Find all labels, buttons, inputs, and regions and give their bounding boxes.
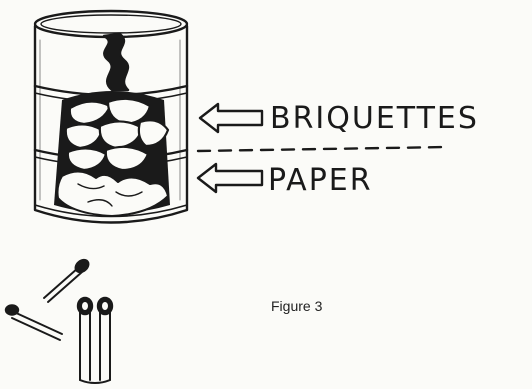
briquettes-label: BRIQUETTES <box>270 101 479 136</box>
match-vertical-1 <box>80 312 90 380</box>
match-vertical-2 <box>100 312 110 380</box>
paper-label: PAPER <box>268 163 373 198</box>
dashed-divider <box>198 147 448 151</box>
briquettes-arrow <box>200 104 262 132</box>
smoke-plume <box>104 34 128 90</box>
match-diagonal <box>44 268 78 298</box>
paper-arrow <box>198 164 262 192</box>
figure-caption: Figure 3 <box>271 298 322 314</box>
matches <box>6 258 112 383</box>
